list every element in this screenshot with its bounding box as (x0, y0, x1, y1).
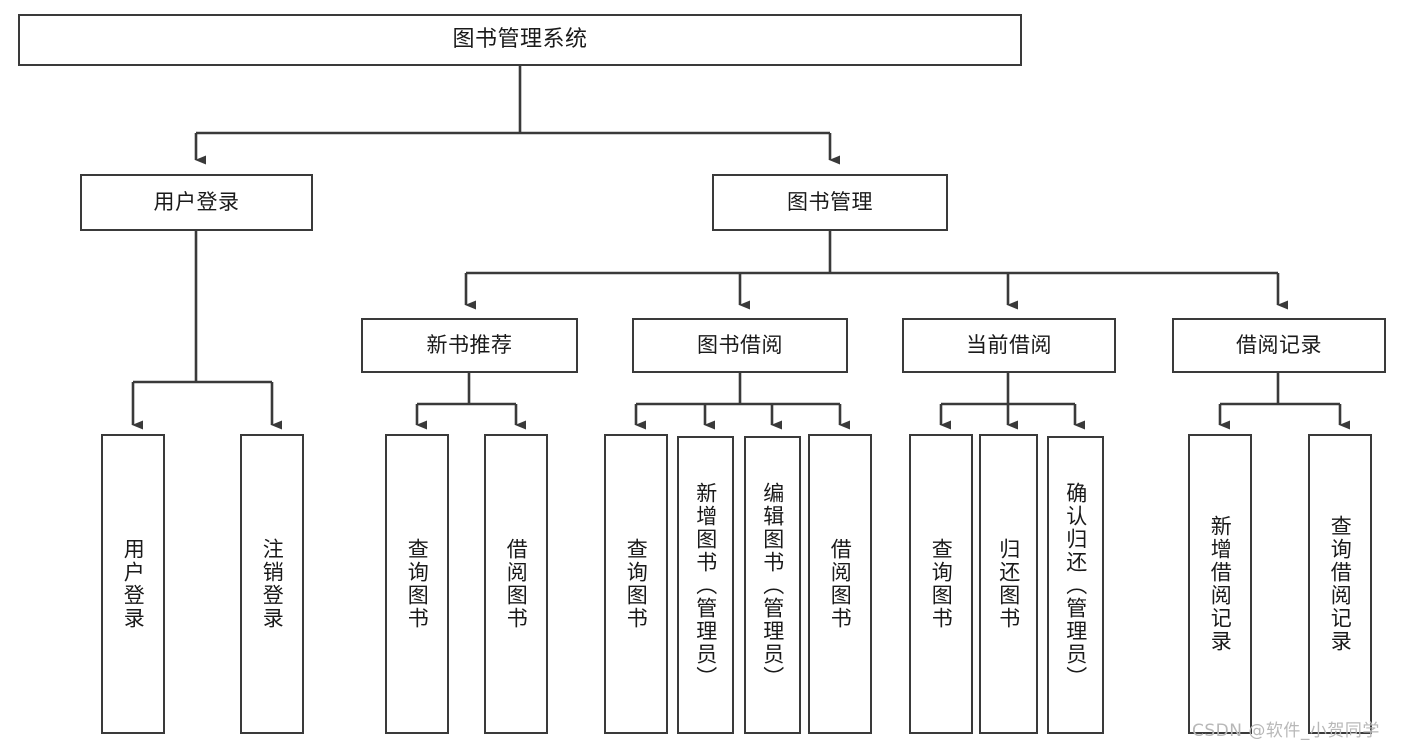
node-label: 查询图书 (405, 538, 430, 630)
node-current-borrow[interactable]: 当前借阅 (902, 318, 1116, 373)
node-label: 归还图书 (996, 538, 1021, 630)
node-label: 图书借阅 (697, 332, 783, 357)
node-label: 新增借阅记录 (1208, 515, 1233, 653)
leaf-query-book-borrow[interactable]: 查询图书 (604, 434, 668, 734)
node-book-borrow[interactable]: 图书借阅 (632, 318, 848, 373)
node-new-book-recommend[interactable]: 新书推荐 (361, 318, 578, 373)
leaf-query-book-recommend[interactable]: 查询图书 (385, 434, 449, 734)
leaf-query-book-current[interactable]: 查询图书 (909, 434, 973, 734)
node-book-management[interactable]: 图书管理 (712, 174, 948, 231)
leaf-edit-book-admin[interactable]: 编辑图书（管理员） (744, 436, 801, 734)
node-label: 新增图书（管理员） (693, 481, 718, 689)
node-label: 借阅记录 (1236, 332, 1322, 357)
watermark-text: CSDN @软件_小贺同学 (1192, 721, 1380, 741)
leaf-add-borrow-record[interactable]: 新增借阅记录 (1188, 434, 1252, 734)
leaf-borrow-book-borrow[interactable]: 借阅图书 (808, 434, 872, 734)
node-label: 新书推荐 (426, 332, 513, 357)
node-label: 注销登录 (260, 538, 285, 630)
node-root-system[interactable]: 图书管理系统 (18, 14, 1022, 66)
node-label: 借阅图书 (828, 538, 853, 630)
node-label: 查询图书 (624, 538, 649, 630)
node-borrow-record[interactable]: 借阅记录 (1172, 318, 1386, 373)
node-label: 确认归还（管理员） (1063, 481, 1088, 689)
node-label: 用户登录 (121, 538, 146, 630)
leaf-confirm-return-admin[interactable]: 确认归还（管理员） (1047, 436, 1104, 734)
node-label: 查询借阅记录 (1328, 515, 1353, 653)
leaf-user-login[interactable]: 用户登录 (101, 434, 165, 734)
leaf-logout-login[interactable]: 注销登录 (240, 434, 304, 734)
node-label: 用户登录 (153, 189, 240, 214)
node-label: 编辑图书（管理员） (760, 481, 785, 689)
leaf-query-borrow-record[interactable]: 查询借阅记录 (1308, 434, 1372, 734)
leaf-return-book[interactable]: 归还图书 (979, 434, 1038, 734)
leaf-add-book-admin[interactable]: 新增图书（管理员） (677, 436, 734, 734)
node-label: 借阅图书 (504, 538, 529, 630)
leaf-borrow-book-recommend[interactable]: 借阅图书 (484, 434, 548, 734)
node-label: 图书管理系统 (452, 26, 588, 52)
node-label: 查询图书 (929, 538, 954, 630)
node-user-login[interactable]: 用户登录 (80, 174, 313, 231)
node-label: 当前借阅 (966, 332, 1052, 357)
node-label: 图书管理 (787, 189, 873, 214)
